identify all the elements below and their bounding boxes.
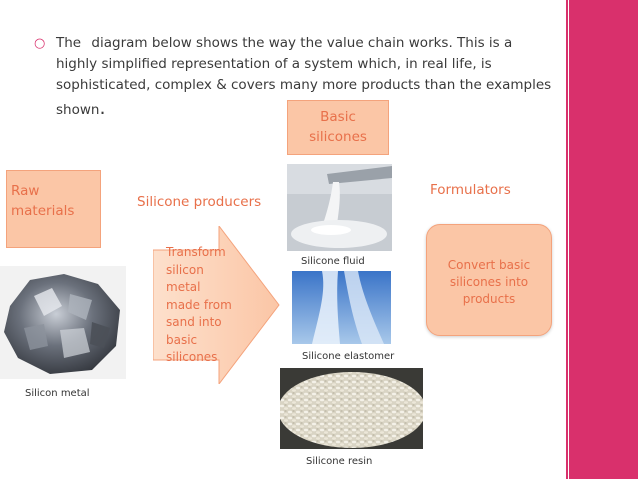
intro-line-3: sophisticated, complex & covers many mor… [56, 77, 552, 93]
silicone-elastomer-caption: Silicone elastomer [302, 351, 395, 362]
basic-silicones-line-1: Basic [320, 109, 356, 125]
convert-line-3: products [462, 292, 516, 306]
raw-materials-box: Raw materials [6, 170, 101, 248]
side-accent-band [569, 0, 638, 479]
silicon-metal-caption: Silicon metal [25, 388, 90, 399]
transform-arrow-icon [153, 226, 280, 384]
transform-line: made from [166, 297, 232, 312]
intro-line-1: diagram below shows the way the value ch… [91, 35, 513, 51]
silicon-metal-photo [0, 266, 126, 379]
transform-line: silicones [166, 350, 218, 364]
silicone-resin-photo [280, 368, 423, 449]
transform-text: Transform silicon metal made from sand i… [166, 244, 236, 367]
intro-paragraph: The diagram below shows the way the valu… [56, 33, 576, 121]
formulators-label: Formulators [430, 182, 511, 198]
intro-period: . [99, 97, 106, 119]
convert-line-1: Convert basic [447, 258, 531, 272]
side-divider-line [566, 0, 568, 479]
convert-line-2: silicones into [449, 275, 529, 289]
silicone-fluid-photo [287, 164, 392, 251]
transform-line: silicon [166, 262, 204, 277]
transform-line: basic [166, 332, 198, 347]
intro-line-2: highly simplified representation of a sy… [56, 56, 492, 72]
intro-line-4: shown [56, 102, 100, 118]
silicone-resin-caption: Silicone resin [306, 456, 373, 467]
basic-silicones-box: Basic silicones [287, 100, 389, 155]
transform-line: metal [166, 280, 201, 294]
convert-box: Convert basic silicones into products [426, 224, 552, 336]
bullet-circle-icon: ○ [34, 36, 46, 51]
transform-line: sand into [166, 315, 222, 329]
silicone-elastomer-photo [292, 271, 391, 344]
raw-materials-line-2: materials [11, 203, 75, 219]
basic-silicones-line-2: silicones [309, 129, 367, 145]
intro-lead: The [56, 35, 82, 51]
raw-materials-line-1: Raw [11, 183, 40, 199]
silicone-fluid-caption: Silicone fluid [301, 256, 365, 267]
transform-line: Transform [166, 245, 226, 259]
silicone-producers-label: Silicone producers [137, 194, 262, 210]
